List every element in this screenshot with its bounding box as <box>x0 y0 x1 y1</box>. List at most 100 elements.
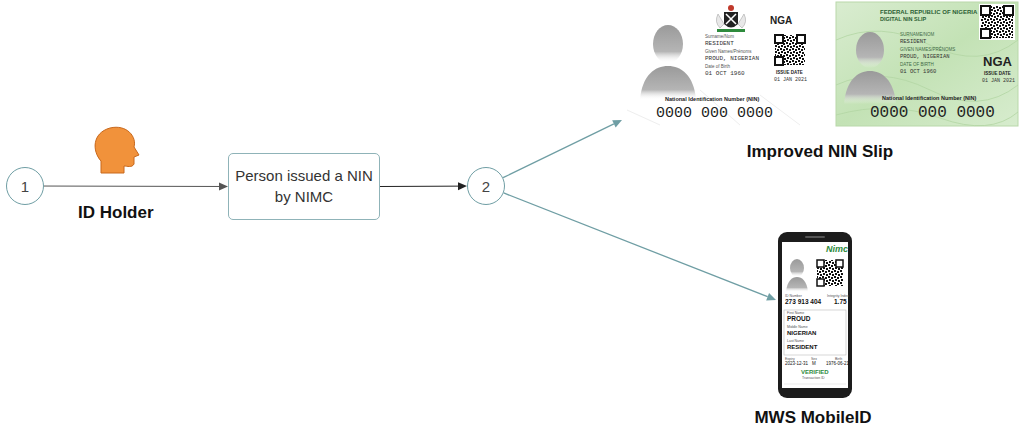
field-value: M <box>812 362 816 367</box>
field-value: 01 JAN 2021 <box>982 79 1015 84</box>
card-background <box>625 2 809 130</box>
field-value: PROUD <box>787 316 810 323</box>
connector-line <box>503 124 614 178</box>
photo-silhouette-part <box>640 66 696 100</box>
coat-of-arms-part <box>738 14 746 28</box>
qr-code-part <box>775 35 805 65</box>
connector <box>44 182 228 190</box>
field-label: SURNAME/NOM <box>900 33 934 38</box>
qr-code-part <box>775 35 783 43</box>
field-value: RESIDENT <box>787 344 817 350</box>
person-icon-part <box>95 127 139 173</box>
step-circle: 2 <box>467 167 505 205</box>
nin-number: 0000 000 0000 <box>656 106 773 121</box>
card-subtitle: DIGITAL NIN SLIP <box>880 17 926 23</box>
connector-line <box>44 186 219 187</box>
card-background <box>836 2 1018 126</box>
nin-slip-group: Improved NIN Slip <box>620 0 1020 165</box>
phone-mobile-id <box>778 232 852 398</box>
connector-line <box>504 193 768 297</box>
qr-code-part <box>775 57 783 65</box>
field-label: ISSUE DATE <box>984 72 1011 77</box>
field-value: 2023-12-31 <box>785 362 808 367</box>
coat-of-arms <box>716 5 745 32</box>
coat-of-arms-part <box>726 14 736 24</box>
coat-of-arms-part <box>717 29 745 32</box>
connector <box>504 193 776 300</box>
field-value: 01 JAN 2021 <box>774 78 807 83</box>
field-label: Middle Name <box>787 326 808 330</box>
card-title: FEDERAL REPUBLIC OF NIGERIA <box>880 9 977 15</box>
field-label: ID Number <box>785 295 802 299</box>
actor-label: ID Holder <box>78 204 154 221</box>
digital-nin-slip-card <box>836 2 1018 126</box>
qr-code-part <box>797 35 805 43</box>
app-logo: Nimc <box>826 245 848 254</box>
photo-silhouette <box>786 259 808 292</box>
field-value: 01 OCT 1960 <box>900 69 936 75</box>
connector <box>503 120 622 178</box>
field-value: NIGERIAN <box>787 330 816 336</box>
field-value: PROUD, NIGERIAN <box>705 56 759 62</box>
qr-code-part <box>981 29 990 38</box>
field-label: Integrity Index <box>827 295 849 299</box>
arrowhead <box>458 182 467 190</box>
group-heading: Improved NIN Slip <box>620 142 1020 162</box>
field-label: First Name <box>787 312 804 316</box>
card-watermark-part <box>627 110 660 125</box>
field-label: ISSUE DATE <box>776 71 803 76</box>
qr-code <box>817 260 843 286</box>
coat-of-arms-part <box>716 14 724 28</box>
integrity-index: 1.75 <box>834 299 847 306</box>
arrowhead <box>612 120 622 128</box>
field-label: Sex <box>811 358 817 362</box>
country-code: NGA <box>770 16 792 26</box>
phone-body <box>778 232 852 398</box>
arrowhead <box>766 293 776 300</box>
photo-silhouette-part <box>790 259 804 277</box>
field-label: Birth <box>835 358 842 362</box>
qr-code <box>774 34 806 66</box>
qr-code-part <box>817 260 824 267</box>
field-value: RESIDENT <box>900 39 926 45</box>
person-icon <box>95 127 139 173</box>
nin-slip-card <box>625 2 809 130</box>
photo-silhouette-part <box>856 32 884 68</box>
field-label: Given Names/Prénoms <box>705 50 752 55</box>
field-label: Surname/Nom <box>705 35 734 40</box>
field-value: PROUD, NIGERIAN <box>900 54 950 60</box>
field-label: DATE OF BIRTH <box>900 63 934 68</box>
photo-silhouette <box>640 25 696 100</box>
step-circle: 1 <box>6 167 44 205</box>
field-label: GIVEN NAMES/PRÉNOMS <box>900 48 955 53</box>
phone-screen <box>782 242 848 388</box>
qr-code-part <box>774 34 806 66</box>
node-text: 2 <box>482 178 490 195</box>
qr-code-part <box>836 260 843 267</box>
photo-silhouette-part <box>786 277 808 292</box>
field-label: Transaction ID <box>802 377 825 381</box>
qr-code-part <box>981 6 990 15</box>
name-panel <box>784 310 846 355</box>
qr-code <box>979 4 1015 40</box>
connector <box>380 182 467 190</box>
field-label: Date of Birth <box>705 65 730 70</box>
qr-code-part <box>979 4 1015 40</box>
card-guilloche <box>836 31 1018 126</box>
arrowhead <box>219 182 228 190</box>
qr-code-part <box>817 279 824 286</box>
id-number: 273 913 404 <box>785 299 821 306</box>
field-label: Expiry <box>785 358 795 362</box>
node-text: Person issued a NIN by NIMC <box>235 166 373 207</box>
phone-speaker <box>805 236 825 238</box>
verified-status: VERIFIED <box>801 369 829 375</box>
coat-of-arms-part <box>728 5 734 11</box>
field-value: 1976-06-21 <box>826 362 849 367</box>
process-box: Person issued a NIN by NIMC <box>228 153 380 220</box>
country-code: NGA <box>983 55 1012 68</box>
nin-label: National Identification Number (NIN) <box>882 96 976 102</box>
connector-line <box>380 186 458 187</box>
node-text: 1 <box>21 178 29 195</box>
